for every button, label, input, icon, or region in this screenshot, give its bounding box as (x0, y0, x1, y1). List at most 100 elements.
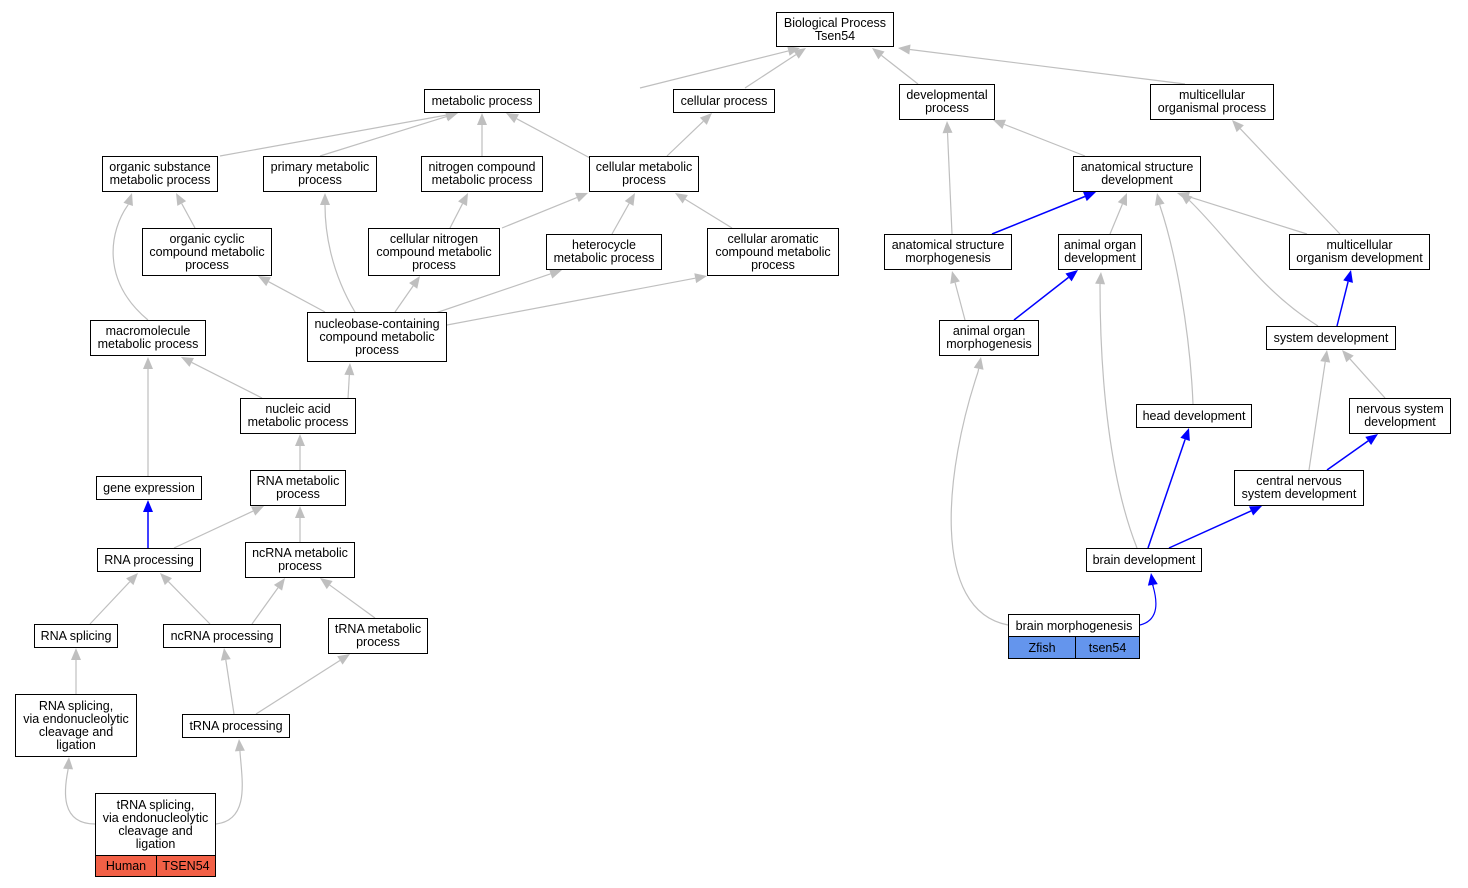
edge-arrowhead (1365, 434, 1378, 446)
edge-arrowhead (258, 276, 271, 287)
edge-line (394, 285, 414, 313)
edge-line (181, 203, 196, 229)
node-organic-cyclic-compound[interactable]: organic cyclic compound metabolic proces… (142, 228, 272, 276)
node-system-development[interactable]: system development (1266, 326, 1396, 350)
edge-arrowhead (575, 192, 588, 203)
node-multicellular-organism-development[interactable]: multicellular organism development (1289, 234, 1430, 270)
node-nucleic-acid-metabolic[interactable]: nucleic acid metabolic process (240, 398, 356, 434)
edge-arrowhead (445, 111, 458, 122)
edge-arrowhead (793, 48, 806, 59)
node-cellular-process[interactable]: cellular process (673, 89, 775, 113)
edge-line (684, 198, 733, 229)
node-ncrna-metabolic[interactable]: ncRNA metabolic process (245, 542, 355, 578)
edge-arrowhead (1342, 350, 1354, 363)
edge-arrowhead (176, 193, 187, 206)
edge-line (611, 203, 630, 235)
node-rna-splicing-endonucleolytic[interactable]: RNA splicing, via endonucleolytic cleava… (15, 694, 137, 757)
node-macromolecule-metabolic[interactable]: macromolecule metabolic process (90, 320, 206, 356)
edge-arrowhead (1249, 506, 1262, 516)
edge-arrowhead (1065, 270, 1078, 282)
edge-line (1109, 203, 1123, 235)
node-primary-metabolic[interactable]: primary metabolic process (263, 156, 377, 192)
annotation-species-zfish[interactable]: Zfish (1008, 636, 1076, 659)
node-trna-processing[interactable]: tRNA processing (182, 714, 290, 738)
edge-line (329, 584, 376, 619)
edge-line (319, 115, 447, 157)
node-trna-metabolic[interactable]: tRNA metabolic process (328, 618, 428, 654)
edge-arrowhead (675, 193, 688, 204)
edge-arrowhead (409, 276, 420, 289)
node-cellular-aromatic-compound[interactable]: cellular aromatic compound metabolic pro… (707, 228, 839, 276)
edge-curve (1099, 284, 1138, 549)
edge-line (219, 114, 447, 157)
edge-arrowhead (699, 113, 712, 125)
edge-line (501, 196, 578, 229)
node-heterocycle-metabolic[interactable]: heterocycle metabolic process (546, 234, 662, 270)
edge-arrowhead (1117, 193, 1128, 206)
node-animal-organ-morphogenesis[interactable]: animal organ morphogenesis (939, 320, 1039, 356)
node-multicellular-organismal-process[interactable]: multicellular organismal process (1150, 84, 1274, 120)
node-organic-substance-metabolic[interactable]: organic substance metabolic process (102, 156, 218, 192)
annotation-gene-tsen54-zfish[interactable]: tsen54 (1075, 636, 1140, 659)
edge-line (1188, 200, 1191, 202)
edge-line (1308, 361, 1326, 471)
node-rna-processing[interactable]: RNA processing (97, 548, 201, 572)
edge-line (449, 203, 464, 229)
edge-arrowhead (344, 363, 355, 376)
edge-line (225, 659, 235, 715)
node-anatomical-structure-morphogenesis[interactable]: anatomical structure morphogenesis (884, 234, 1012, 270)
edge-arrowhead (234, 739, 245, 752)
edge-curve (64, 769, 96, 825)
node-nitrogen-compound-metabolic[interactable]: nitrogen compound metabolic process (421, 156, 543, 192)
edge-line (881, 54, 919, 85)
edge-arrowhead (1083, 191, 1096, 202)
node-biological-process-root[interactable]: Biological Process Tsen54 (776, 12, 894, 47)
edge-line (666, 120, 704, 157)
node-cellular-metabolic[interactable]: cellular metabolic process (589, 156, 699, 192)
node-nucleobase-compound[interactable]: nucleobase-containing compound metabolic… (307, 312, 447, 362)
node-metabolic-process[interactable]: metabolic process (424, 89, 540, 113)
annotation-gene-tsen54-human[interactable]: TSEN54 (156, 855, 216, 877)
edge-line (89, 581, 131, 625)
edge-arrowhead (624, 193, 635, 206)
node-rna-splicing[interactable]: RNA splicing (34, 624, 118, 648)
node-ncrna-processing[interactable]: ncRNA processing (163, 624, 281, 648)
node-rna-metabolic[interactable]: RNA metabolic process (250, 470, 346, 506)
node-brain-development[interactable]: brain development (1086, 548, 1202, 572)
edge-line (954, 282, 966, 321)
edge-line (446, 277, 696, 326)
node-anatomical-structure-development[interactable]: anatomical structure development (1073, 156, 1201, 192)
edge-arrowhead (506, 113, 519, 124)
node-gene-expression[interactable]: gene expression (96, 476, 202, 500)
node-head-development[interactable]: head development (1136, 404, 1252, 428)
node-developmental-process[interactable]: developmental process (899, 84, 995, 120)
edge-arrowhead (1147, 573, 1158, 586)
edge-line-blue (1336, 281, 1349, 327)
node-animal-organ-development[interactable]: animal organ development (1058, 234, 1142, 270)
edge-arrowhead (320, 193, 330, 205)
edge-curve (1189, 200, 1319, 327)
edge-curve (1159, 205, 1194, 405)
edge-line (255, 659, 341, 715)
edge-curve (1139, 585, 1157, 626)
edge-line (1188, 196, 1308, 235)
edge-arrowhead (1095, 272, 1106, 285)
edge-line (167, 581, 211, 625)
edge-line-blue (991, 195, 1086, 235)
node-nervous-system-development[interactable]: nervous system development (1349, 398, 1451, 434)
edge-arrowhead (181, 357, 194, 367)
annotation-species-human[interactable]: Human (95, 855, 157, 877)
edge-line (173, 510, 254, 549)
node-cellular-nitrogen-compound[interactable]: cellular nitrogen compound metabolic pro… (368, 228, 500, 276)
edge-line-blue (1326, 440, 1369, 471)
node-central-nervous-system-development[interactable]: central nervous system development (1234, 470, 1364, 506)
edge-line (744, 54, 797, 89)
edge-arrowhead (549, 269, 562, 279)
node-brain-morphogenesis[interactable]: brain morphogenesis (1008, 614, 1140, 637)
edge-arrowhead (295, 506, 305, 518)
edge-line (516, 118, 591, 159)
edge-arrowhead (898, 44, 911, 55)
edge-arrowhead (458, 193, 468, 206)
node-trna-splicing[interactable]: tRNA splicing, via endonucleolytic cleav… (95, 793, 216, 856)
